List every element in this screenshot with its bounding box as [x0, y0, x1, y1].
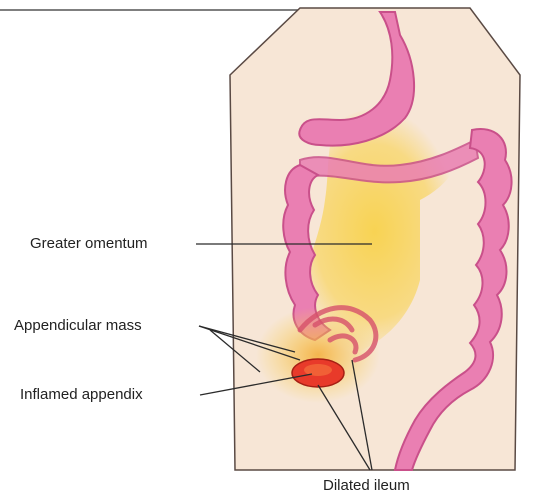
inflamed-appendix-label: Inflamed appendix	[20, 387, 143, 402]
dilated-ileum-label: Dilated ileum	[323, 478, 410, 493]
greater-omentum-label: Greater omentum	[30, 236, 148, 251]
appendicular-mass-label: Appendicular mass	[14, 318, 142, 333]
